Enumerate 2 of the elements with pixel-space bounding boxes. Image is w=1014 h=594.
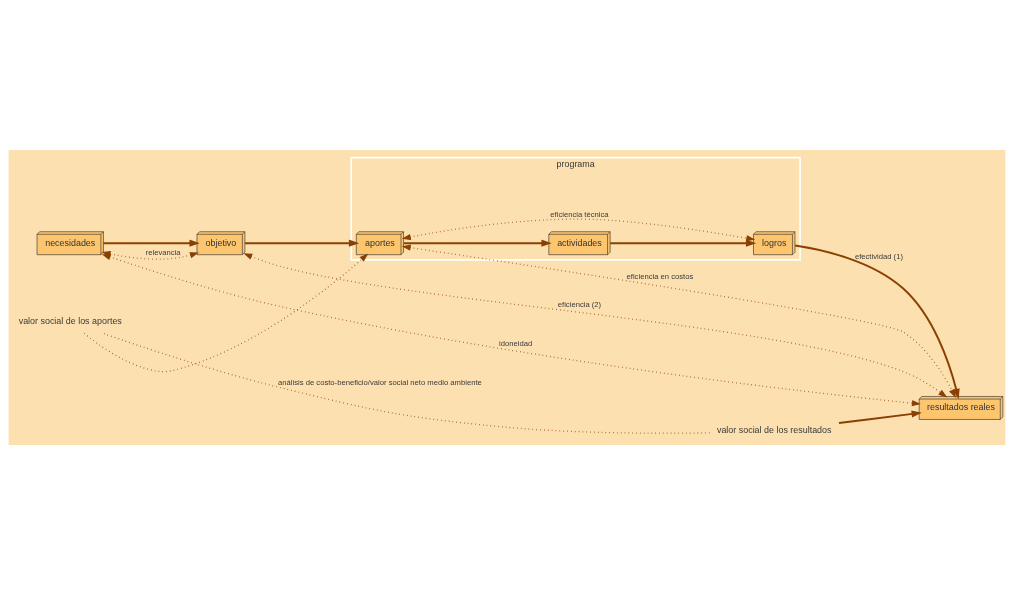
node-text: valor social de los resultados [716,424,832,435]
node-text: valor social de los aportes [18,315,122,326]
